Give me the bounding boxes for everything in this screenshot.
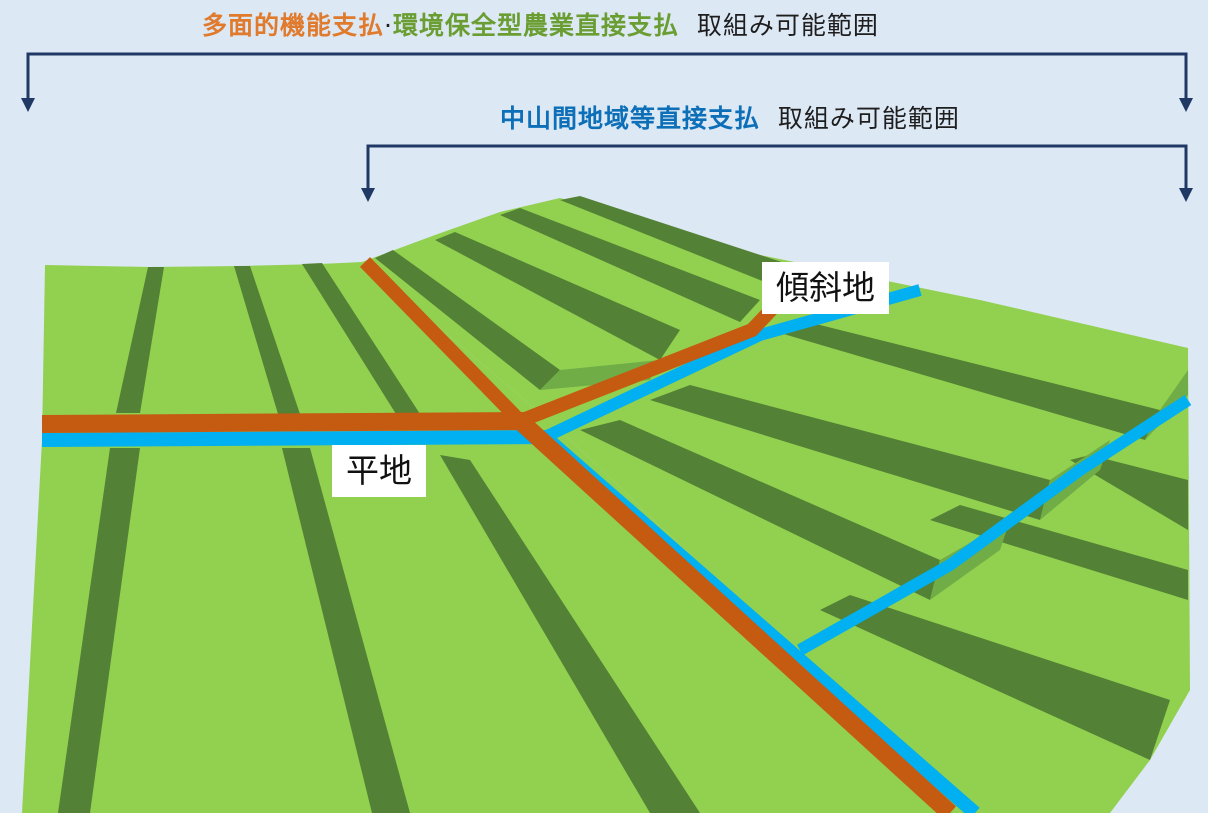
flat-strip (440, 455, 700, 813)
terrace-face (540, 360, 660, 390)
flat-strip (58, 448, 140, 813)
terrace-band (820, 595, 1170, 760)
water-channel-terraces (797, 394, 1192, 656)
multifunction-range-caption: 多面的機能支払·環境保全型農業直接支払 取組み可能範囲 (202, 13, 879, 38)
flat-strip (282, 448, 410, 813)
road-diagonal (359, 257, 526, 426)
available-range-label: 取組み可能範囲 (696, 11, 879, 40)
environmental-payment-label: 環境保全型農業直接支払 (392, 11, 679, 40)
multifunction-payment-label: 多面的機能支払 (202, 11, 385, 40)
terrace-band (650, 385, 1050, 520)
terrace-band (1070, 455, 1188, 530)
flat-strip (116, 267, 164, 413)
terrace-band (580, 420, 940, 600)
available-range-label: 取組み可能範囲 (777, 104, 960, 133)
arrow-down-icon (21, 98, 35, 112)
hilly-payment-label: 中山間地域等直接支払 (500, 104, 761, 133)
arrow-down-icon (1179, 188, 1193, 202)
flat-strip (234, 266, 300, 414)
terrace-band (435, 232, 680, 360)
arrow-down-icon (361, 188, 375, 202)
flat-area-label: 平地 (332, 445, 426, 497)
flat-strip (302, 263, 420, 414)
terrace-band (770, 320, 1160, 440)
hilly-range-caption: 中山間地域等直接支払 取組み可能範囲 (500, 106, 960, 131)
terrace-band (500, 208, 760, 322)
range-bracket-multifunction (26, 52, 1188, 98)
arrow-down-icon (1179, 98, 1193, 112)
slope-area-label: 傾斜地 (762, 262, 889, 314)
range-bracket-hilly (366, 144, 1188, 188)
terrace-band (375, 250, 560, 390)
caption-separator: · (384, 11, 393, 40)
terrace-band (560, 196, 800, 288)
